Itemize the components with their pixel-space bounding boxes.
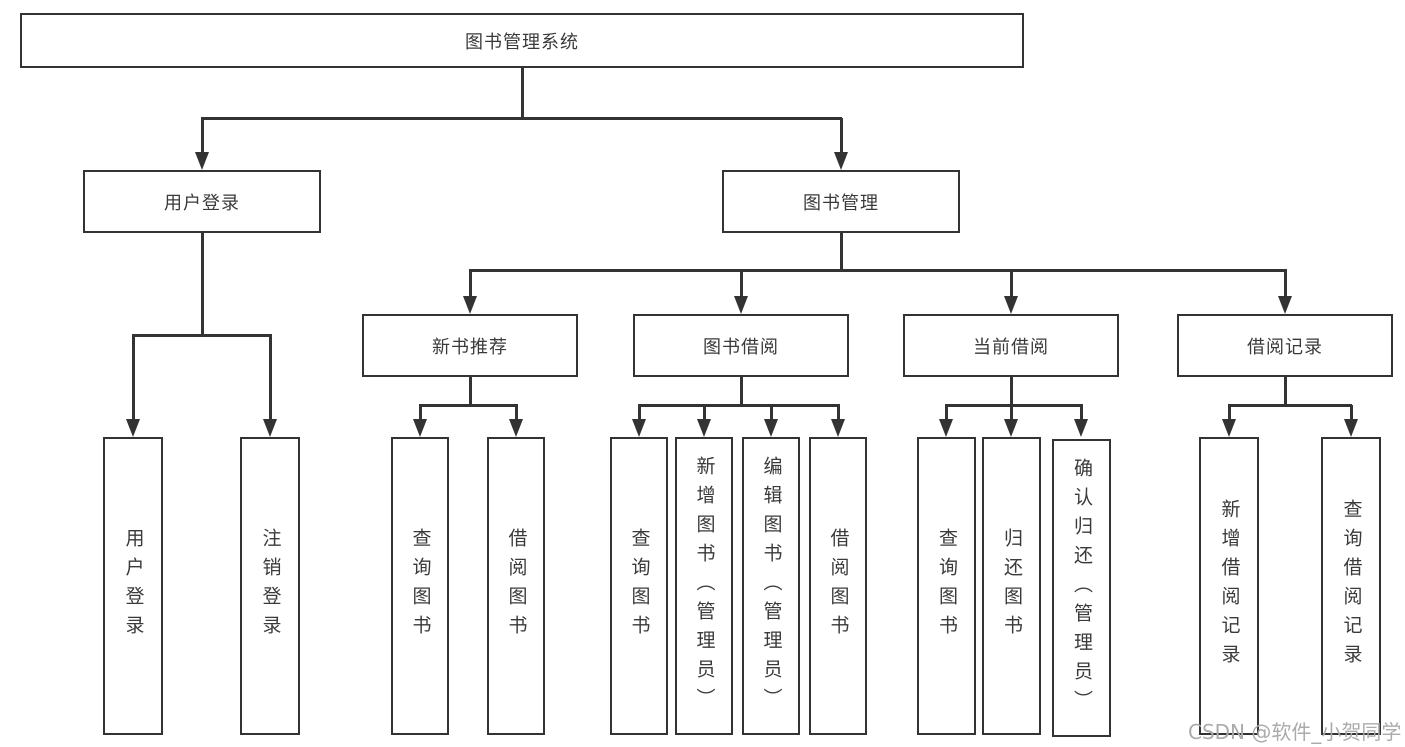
arrow-down-icon	[740, 270, 743, 296]
node-query-books-current: 查询图书	[917, 437, 976, 735]
csdn-watermark: CSDN @软件_小贺同学	[1188, 720, 1402, 744]
node-query-borrow-record: 查询借阅记录	[1321, 437, 1381, 735]
connector-vline	[1284, 377, 1287, 406]
connector-hline	[132, 334, 272, 337]
connector-hline	[638, 404, 840, 407]
node-current-borrowing: 当前借阅	[903, 314, 1119, 377]
arrow-down-icon	[1010, 270, 1013, 296]
node-book-management: 图书管理	[722, 170, 960, 233]
connector-hline	[469, 269, 1287, 272]
node-user-login: 用户登录	[83, 170, 321, 233]
arrow-down-icon	[1350, 405, 1353, 419]
connector-vline	[521, 68, 524, 118]
arrow-down-icon	[945, 405, 948, 419]
connector-hline	[945, 404, 1083, 407]
connector-vline	[740, 377, 743, 406]
arrow-down-icon	[703, 405, 706, 419]
node-library-management-system: 图书管理系统	[20, 13, 1024, 68]
connector-vline	[1010, 377, 1013, 406]
connector-hline	[1228, 404, 1352, 407]
node-user-login-leaf: 用户登录	[103, 437, 163, 735]
arrow-down-icon	[638, 405, 641, 419]
arrow-down-icon	[1228, 405, 1231, 419]
connector-vline	[201, 233, 204, 336]
node-borrow-books-recommend: 借阅图书	[487, 437, 545, 735]
node-logout-leaf: 注销登录	[240, 437, 300, 735]
arrow-down-icon	[201, 118, 204, 152]
arrow-down-icon	[770, 405, 773, 419]
arrow-down-icon	[132, 335, 135, 419]
connector-hline	[201, 117, 842, 120]
arrow-down-icon	[837, 405, 840, 419]
node-query-books-borrowing: 查询图书	[610, 437, 668, 735]
arrow-down-icon	[469, 270, 472, 296]
node-borrow-books-leaf: 借阅图书	[809, 437, 867, 735]
node-return-book: 归还图书	[982, 437, 1041, 735]
connector-hline	[419, 404, 518, 407]
node-add-borrow-record: 新增借阅记录	[1199, 437, 1259, 735]
node-add-book-admin: 新增图书（管理员）	[675, 437, 733, 735]
connector-vline	[840, 233, 843, 271]
node-new-book-recommend: 新书推荐	[362, 314, 578, 377]
arrow-down-icon	[840, 118, 843, 152]
node-borrowing-records: 借阅记录	[1177, 314, 1393, 377]
arrow-down-icon	[1010, 405, 1013, 419]
arrow-down-icon	[269, 335, 272, 419]
connector-vline	[469, 377, 472, 406]
node-confirm-return-admin: 确认归还（管理员）	[1052, 439, 1111, 737]
node-edit-book-admin: 编辑图书（管理员）	[742, 437, 800, 735]
arrow-down-icon	[1080, 405, 1083, 419]
node-query-books-recommend: 查询图书	[391, 437, 449, 735]
arrow-down-icon	[515, 405, 518, 419]
node-book-borrowing: 图书借阅	[633, 314, 849, 377]
arrow-down-icon	[419, 405, 422, 419]
arrow-down-icon	[1284, 270, 1287, 296]
